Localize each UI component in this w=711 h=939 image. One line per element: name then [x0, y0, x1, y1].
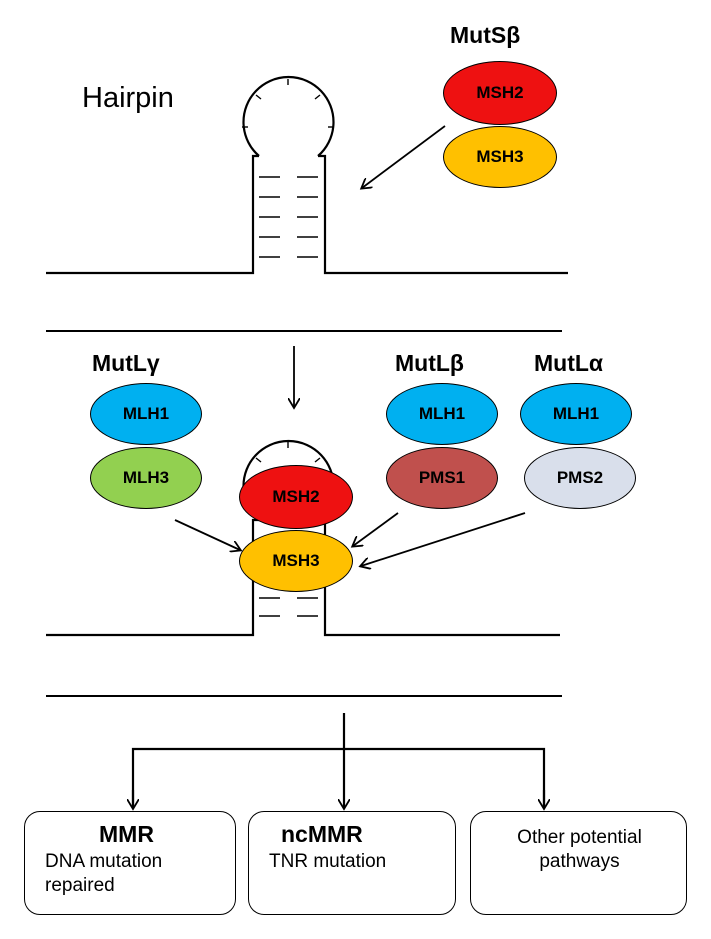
mutsbeta-binding-arrow [362, 125, 446, 188]
hairpin-label: Hairpin [82, 82, 174, 114]
mutlalpha-arrow [361, 512, 526, 566]
mutsbeta-label: MutSβ [450, 22, 521, 48]
mlh3-protein: MLH3 [90, 447, 202, 509]
outcome-subtitle-ncmmr: TNR mutation [269, 851, 387, 872]
branch-arrows [131, 713, 546, 808]
pms1-protein: PMS1 [386, 447, 498, 509]
outcome-subtitle-mmr: DNA mutation repaired [45, 851, 163, 896]
outcome-box-other: Other potential pathways [470, 811, 687, 915]
middle-hairpin-rungs [259, 597, 318, 617]
mlh1-protein-alpha: MLH1 [520, 383, 632, 445]
top-hairpin-rungs [259, 176, 318, 258]
msh2-protein-top: MSH2 [443, 61, 557, 125]
top-loop-ticks [242, 79, 334, 128]
mutlbeta-arrow [353, 512, 399, 546]
outcome-box-ncmmr: ncMMR TNR mutation [248, 811, 456, 915]
msh3-protein-bound: MSH3 [239, 530, 353, 592]
top-hairpin-dna [46, 75, 568, 275]
outcome-title-ncmmr: ncMMR [281, 821, 363, 847]
middle-loop-ticks [255, 442, 321, 463]
mutlbeta-label: MutLβ [395, 350, 464, 376]
outcome-title-mmr: MMR [99, 821, 154, 847]
mutlalpha-label: MutLα [534, 350, 604, 376]
outcome-subtitle-other: Other potential pathways [517, 827, 642, 872]
mlh1-protein-gamma: MLH1 [90, 383, 202, 445]
mlh1-protein-beta: MLH1 [386, 383, 498, 445]
outcome-box-mmr: MMR DNA mutation repaired [24, 811, 236, 915]
mutlgamma-arrow [174, 519, 240, 550]
msh3-protein-top: MSH3 [443, 126, 557, 188]
mutlgamma-label: MutLγ [92, 350, 160, 376]
msh2-protein-bound: MSH2 [239, 465, 353, 529]
pms2-protein: PMS2 [524, 447, 636, 509]
